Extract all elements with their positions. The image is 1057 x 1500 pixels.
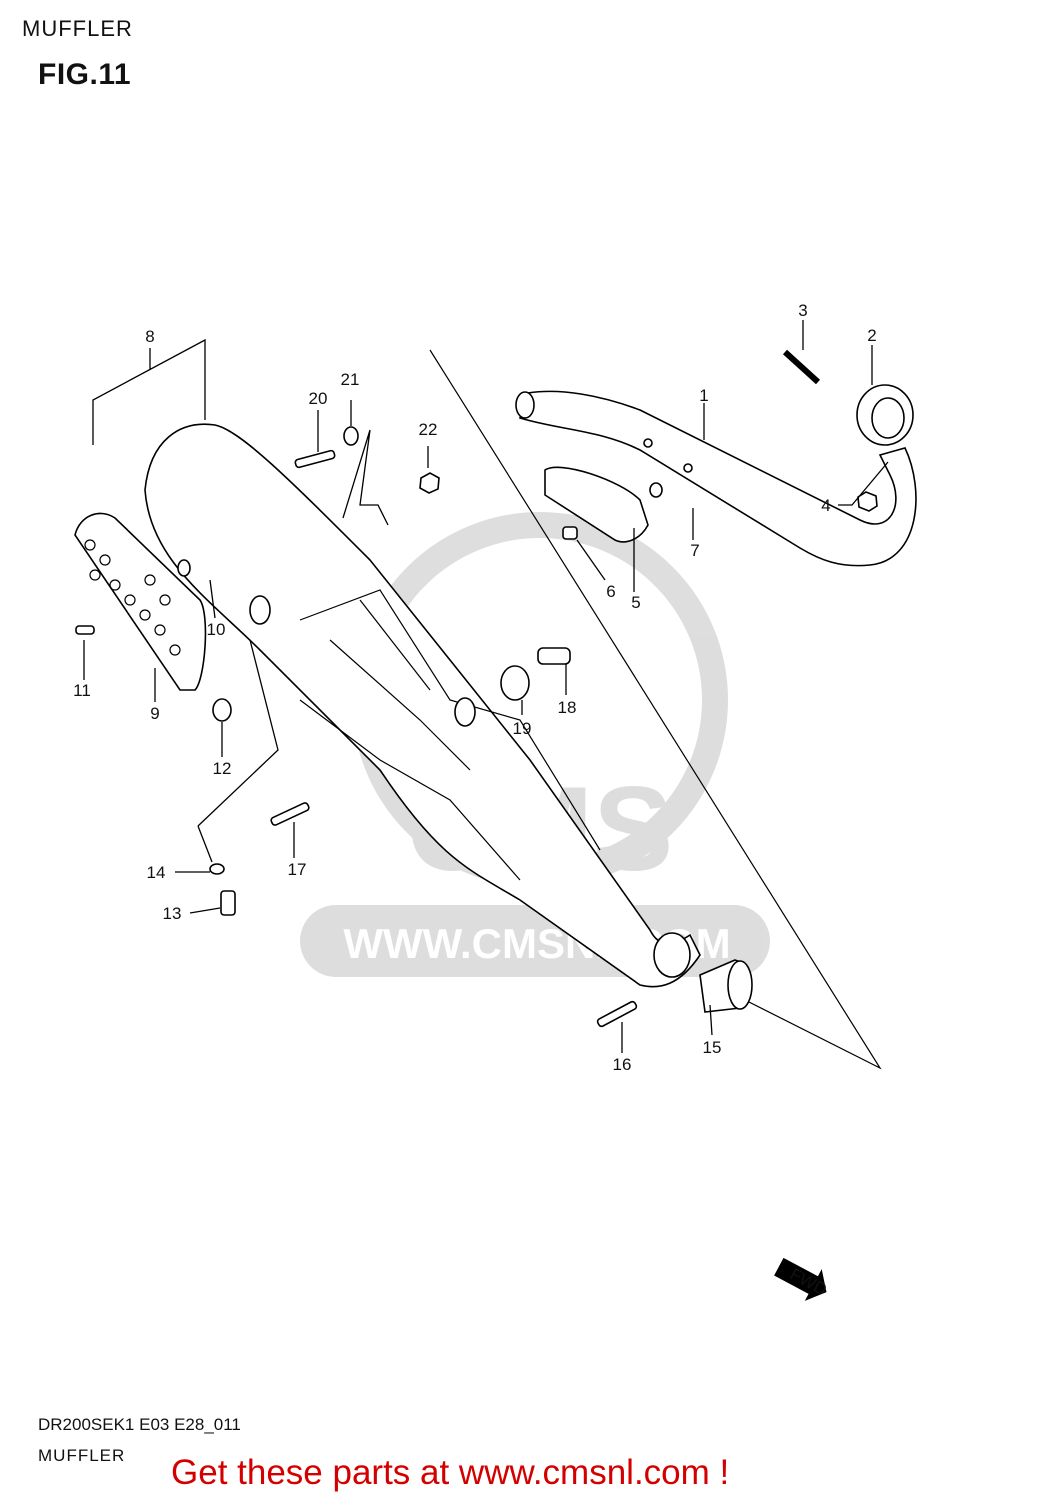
callout-10: 10 bbox=[207, 620, 226, 639]
callout-8: 8 bbox=[145, 327, 154, 346]
shield-washer bbox=[649, 482, 663, 498]
muffler-body bbox=[144, 423, 701, 988]
washer-10 bbox=[177, 559, 191, 577]
callout-21: 21 bbox=[341, 370, 360, 389]
callout-15: 15 bbox=[703, 1038, 722, 1057]
fwd-arrow-icon: FWD bbox=[774, 1257, 830, 1301]
bolt-18 bbox=[537, 647, 571, 665]
bolt-13 bbox=[220, 890, 236, 916]
muffler-heat-guard bbox=[74, 512, 207, 691]
nut-22 bbox=[419, 472, 440, 494]
bolt-17 bbox=[270, 802, 310, 826]
screw-11 bbox=[75, 625, 95, 635]
bolt-16 bbox=[596, 1000, 638, 1028]
promo-link[interactable]: Get these parts at www.cmsnl.com ! bbox=[171, 1453, 730, 1492]
callout-20: 20 bbox=[309, 389, 328, 408]
muffler-end-cap bbox=[699, 959, 753, 1013]
exhaust-stud bbox=[782, 349, 821, 385]
callout-1: 1 bbox=[699, 386, 708, 405]
callout-5: 5 bbox=[631, 593, 640, 612]
callout-11: 11 bbox=[73, 681, 91, 700]
exhaust-pipe bbox=[515, 390, 917, 567]
section-title: MUFFLER bbox=[22, 16, 133, 41]
exhaust-nut bbox=[857, 491, 878, 512]
shield-bolt bbox=[562, 526, 578, 540]
callout-9: 9 bbox=[150, 704, 159, 723]
callout-7: 7 bbox=[690, 541, 699, 560]
leader-lines bbox=[83, 320, 889, 1053]
callout-17: 17 bbox=[288, 860, 307, 879]
callout-3: 3 bbox=[798, 301, 807, 320]
callout-16: 16 bbox=[613, 1055, 632, 1074]
figure-number: FIG.11 bbox=[38, 58, 132, 91]
callout-13: 13 bbox=[163, 904, 182, 923]
grommet-19 bbox=[500, 665, 530, 701]
callout-22: 22 bbox=[419, 420, 438, 439]
washer-21 bbox=[343, 426, 359, 446]
callout-14: 14 bbox=[147, 863, 166, 882]
callout-19: 19 bbox=[513, 719, 532, 738]
callout-6: 6 bbox=[606, 582, 615, 601]
callout-2: 2 bbox=[867, 326, 876, 345]
washer-14 bbox=[209, 863, 225, 875]
callout-numbers: 1 2 3 4 5 6 7 8 9 10 11 12 13 14 15 16 1… bbox=[73, 301, 877, 1074]
callout-12: 12 bbox=[213, 759, 232, 778]
diagram-code: DR200SEK1 E03 E28_011 bbox=[38, 1415, 241, 1434]
pipe-heat-shield bbox=[544, 466, 649, 543]
exhaust-gasket-clamp bbox=[856, 384, 914, 446]
callout-4: 4 bbox=[821, 496, 830, 515]
hardware bbox=[75, 426, 638, 1028]
footer-section-title: MUFFLER bbox=[38, 1446, 126, 1465]
callout-18: 18 bbox=[558, 698, 577, 717]
bolt-20 bbox=[294, 449, 336, 469]
collar-12 bbox=[212, 698, 232, 722]
assembly-boundary-line bbox=[429, 349, 882, 1070]
